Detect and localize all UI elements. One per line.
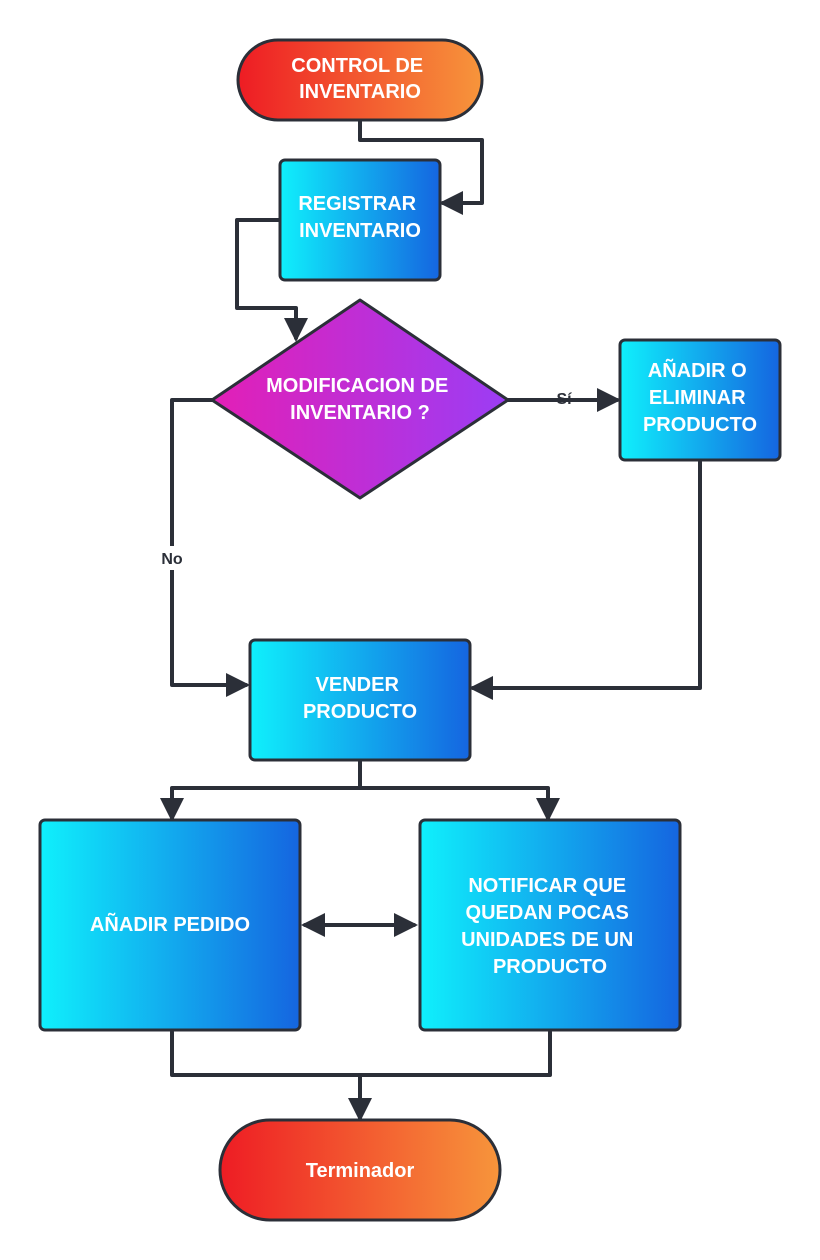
process-notificar-shape — [418, 818, 682, 1032]
connector-vender-to-anadir-pedido — [160, 758, 362, 822]
connector-decision-no — [170, 398, 250, 697]
node-anadir-pedido: AÑADIR PEDIDO — [38, 818, 302, 1032]
process-registrar-line: INVENTARIO — [299, 220, 421, 242]
terminator-start-line: INVENTARIO — [299, 81, 421, 103]
connector-start-to-registrar — [358, 118, 484, 215]
connector-notificar-to-end — [348, 1030, 552, 1122]
decision-shape — [210, 298, 510, 500]
process-vender-line: VENDER — [316, 674, 400, 696]
terminator-start-shape — [236, 38, 484, 122]
node-registrar-inventario: REGISTRAR INVENTARIO — [278, 158, 442, 282]
terminator-start-label: CONTROL DE INVENTARIO — [291, 55, 428, 103]
node-end: Terminador — [218, 1118, 502, 1222]
terminator-start-line: CONTROL DE — [291, 55, 423, 77]
terminator-end-line: Terminador — [306, 1160, 415, 1182]
edge-label-no: No — [161, 551, 183, 568]
node-start: CONTROL DE INVENTARIO — [236, 38, 484, 122]
process-vender-label: VENDER PRODUCTO — [303, 674, 417, 723]
terminator-end-shape — [218, 1118, 502, 1222]
node-anadir-eliminar-producto: AÑADIR O ELIMINAR PRODUCTO — [618, 338, 782, 462]
connector-anadir-pedido-to-end — [170, 1030, 362, 1077]
process-notificar-line: NOTIFICAR QUE — [468, 875, 626, 897]
edge-label-no-bg — [154, 546, 190, 570]
connectors — [160, 118, 702, 1122]
connector-registrar-to-decision — [235, 218, 308, 342]
decision-label: MODIFICACION DE INVENTARIO ? — [266, 375, 454, 424]
process-notificar-line: UNIDADES DE UN — [461, 929, 633, 951]
process-registrar-shape — [278, 158, 442, 282]
process-anadir-eliminar-label: AÑADIR O ELIMINAR PRODUCTO — [643, 359, 757, 436]
process-anadir-eliminar-line: AÑADIR O — [648, 359, 747, 382]
process-anadir-pedido-shape — [38, 818, 302, 1032]
connector-vender-to-notificar — [358, 786, 560, 822]
process-vender-shape — [248, 638, 472, 762]
process-anadir-pedido-line: AÑADIR PEDIDO — [90, 913, 250, 936]
process-vender-line: PRODUCTO — [303, 701, 417, 723]
connector-anadir-eliminar-to-vender — [469, 460, 702, 700]
decision-line: INVENTARIO ? — [290, 402, 430, 424]
process-anadir-eliminar-line: ELIMINAR — [649, 387, 746, 409]
process-anadir-eliminar-shape — [618, 338, 782, 462]
process-notificar-line: QUEDAN POCAS — [466, 902, 629, 924]
process-anadir-eliminar-line: PRODUCTO — [643, 414, 757, 436]
process-notificar-label: NOTIFICAR QUE QUEDAN POCAS UNIDADES DE U… — [461, 875, 639, 978]
process-registrar-line: REGISTRAR — [298, 193, 416, 215]
terminator-end-label: Terminador — [306, 1160, 415, 1182]
node-vender-producto: VENDER PRODUCTO — [248, 638, 472, 762]
node-decision: MODIFICACION DE INVENTARIO ? — [210, 298, 510, 500]
process-registrar-label: REGISTRAR INVENTARIO — [298, 193, 421, 242]
edge-label-yes: Sí — [556, 391, 572, 408]
process-anadir-pedido-label: AÑADIR PEDIDO — [90, 913, 250, 936]
process-notificar-line: PRODUCTO — [493, 956, 607, 978]
decision-line: MODIFICACION DE — [266, 375, 448, 397]
node-notificar: NOTIFICAR QUE QUEDAN POCAS UNIDADES DE U… — [418, 818, 682, 1032]
